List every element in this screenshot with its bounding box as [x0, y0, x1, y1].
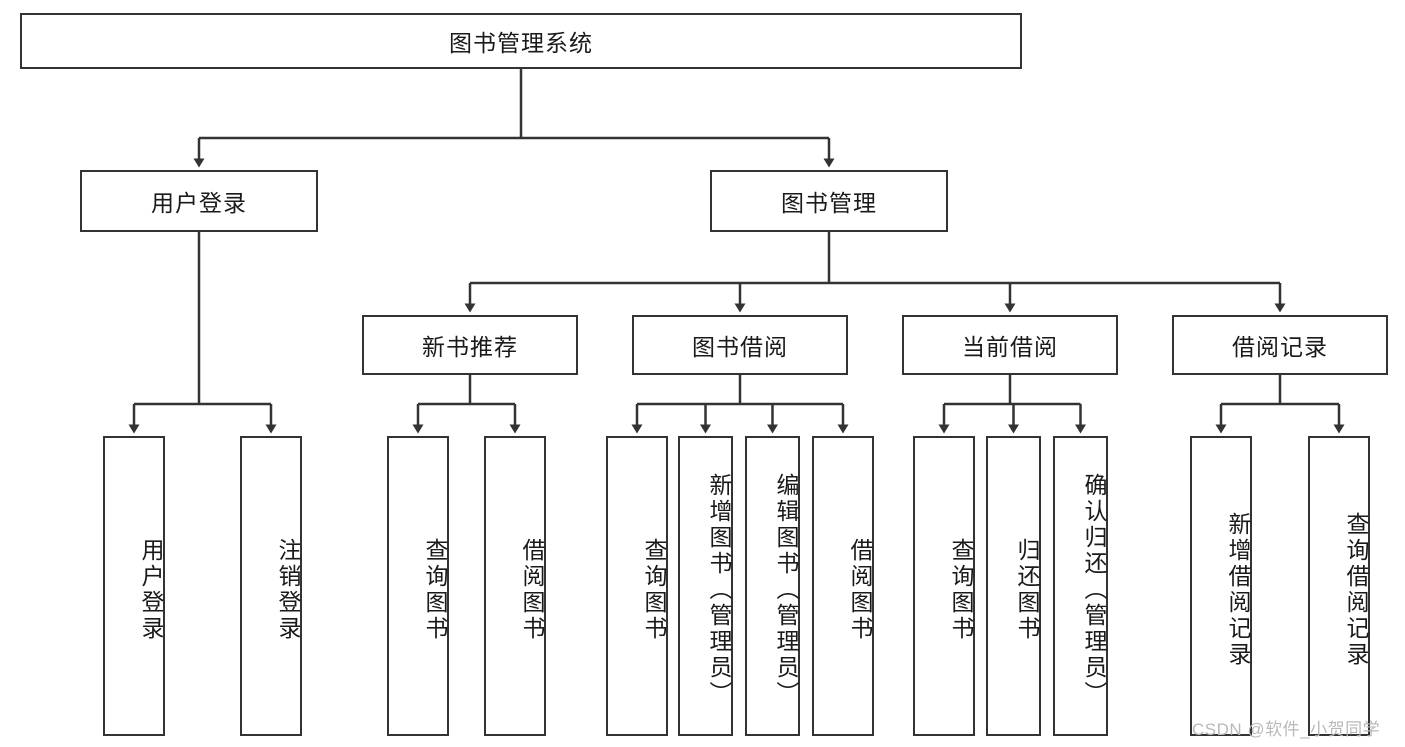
node-label: 查询图书: [422, 538, 448, 642]
node-label: 图书借阅: [692, 334, 788, 360]
node-label: 注销登录: [275, 538, 301, 642]
node-leaf-user-login[interactable]: 用户登录: [103, 436, 165, 736]
node-leaf-borrow-book-1[interactable]: 借阅图书: [484, 436, 546, 736]
node-borrow-record[interactable]: 借阅记录: [1172, 315, 1388, 375]
node-label: 图书管理系统: [449, 30, 593, 56]
node-label: 查询图书: [641, 538, 667, 642]
node-label: 借阅记录: [1232, 334, 1328, 360]
node-user-login[interactable]: 用户登录: [80, 170, 318, 232]
node-label: 借阅图书: [519, 538, 545, 642]
node-leaf-logout[interactable]: 注销登录: [240, 436, 302, 736]
node-new-book-rec[interactable]: 新书推荐: [362, 315, 578, 375]
node-book-borrow[interactable]: 图书借阅: [632, 315, 848, 375]
node-leaf-borrow-book-2[interactable]: 借阅图书: [812, 436, 874, 736]
node-leaf-edit-book[interactable]: 编辑图书（管理员）: [745, 436, 800, 736]
node-leaf-query-book-2[interactable]: 查询图书: [606, 436, 668, 736]
node-label: 编辑图书（管理员）: [773, 473, 799, 707]
node-label: 新增借阅记录: [1225, 512, 1251, 668]
node-leaf-add-book[interactable]: 新增图书（管理员）: [678, 436, 733, 736]
node-leaf-return-book[interactable]: 归还图书: [986, 436, 1041, 736]
csdn-watermark: CSDN @软件_小贺同学: [1192, 720, 1381, 739]
node-leaf-query-book-3[interactable]: 查询图书: [913, 436, 975, 736]
node-label: 当前借阅: [962, 334, 1058, 360]
node-label: 新书推荐: [422, 334, 518, 360]
node-leaf-query-book-1[interactable]: 查询图书: [387, 436, 449, 736]
node-label: 查询借阅记录: [1343, 512, 1369, 668]
node-label: 新增图书（管理员）: [706, 473, 732, 707]
node-leaf-confirm-return[interactable]: 确认归还（管理员）: [1053, 436, 1108, 736]
node-root[interactable]: 图书管理系统: [20, 13, 1022, 69]
node-label: 用户登录: [151, 190, 247, 216]
node-label: 用户登录: [138, 538, 164, 642]
node-leaf-query-record[interactable]: 查询借阅记录: [1308, 436, 1370, 736]
node-label: 确认归还（管理员）: [1081, 473, 1107, 707]
node-current-borrow[interactable]: 当前借阅: [902, 315, 1118, 375]
node-book-manage[interactable]: 图书管理: [710, 170, 948, 232]
node-label: 图书管理: [781, 190, 877, 216]
node-leaf-add-record[interactable]: 新增借阅记录: [1190, 436, 1252, 736]
node-label: 归还图书: [1014, 538, 1040, 642]
node-label: 借阅图书: [847, 538, 873, 642]
node-label: 查询图书: [948, 538, 974, 642]
